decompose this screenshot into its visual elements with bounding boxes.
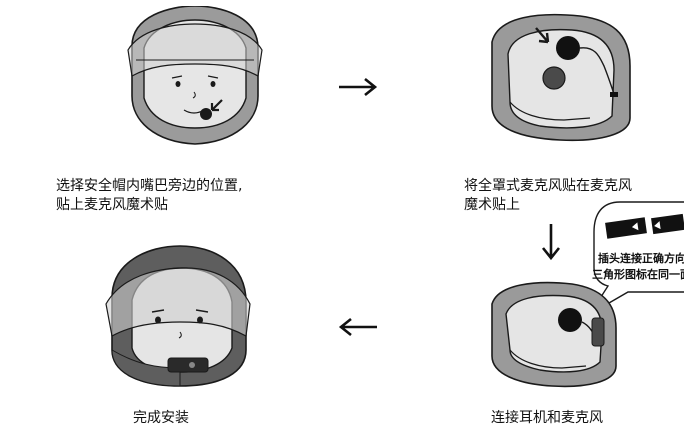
right-arrow-icon bbox=[339, 77, 378, 97]
down-arrow-icon bbox=[541, 224, 561, 261]
callout-line2: 三角形图标在同一面 bbox=[592, 267, 684, 281]
step4-finished-helmet-illustration bbox=[105, 245, 251, 387]
step2-helmet-interior-illustration bbox=[491, 13, 631, 142]
callout-line1: 插头连接正确方向: bbox=[598, 251, 684, 265]
left-arrow-icon bbox=[338, 317, 377, 337]
connector-callout: 插头连接正确方向: 三角形图标在同一面 bbox=[589, 201, 684, 315]
step1-helmet-illustration bbox=[127, 6, 263, 145]
step2-caption-line2: 魔术贴上 bbox=[464, 197, 520, 213]
step2-caption-line1: 将全罩式麦克风贴在麦克风 bbox=[464, 178, 632, 194]
step1-caption-line1: 选择安全帽内嘴巴旁边的位置, bbox=[56, 178, 243, 194]
step4-caption: 完成安装 bbox=[133, 410, 189, 426]
step1-caption-line2: 贴上麦克风魔术贴 bbox=[56, 197, 168, 213]
step3-caption: 连接耳机和麦克风 bbox=[491, 410, 603, 426]
step3-helmet-interior-illustration bbox=[491, 281, 617, 388]
